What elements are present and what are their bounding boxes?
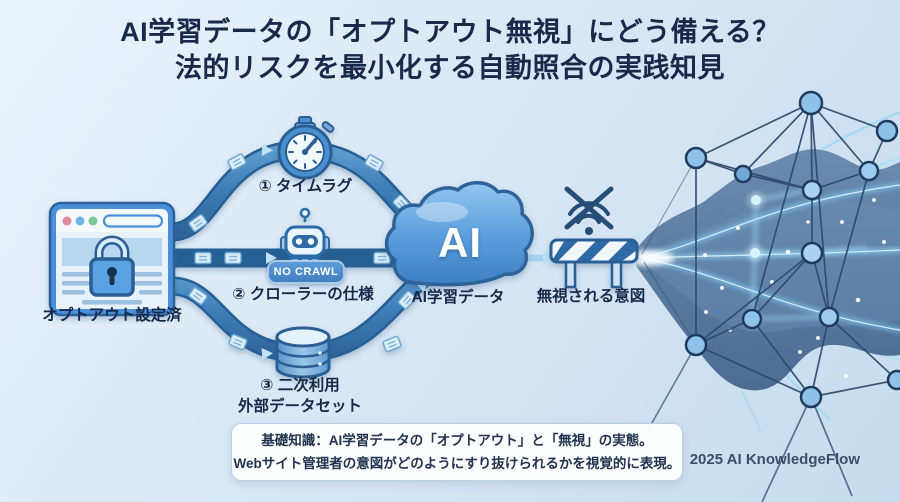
browser-lock-icon [48, 201, 176, 317]
page-title: AI学習データの「オプトアウト無視」にどう備える？ 法的リスクを最小化する自動照… [0, 14, 900, 86]
graph-edges [641, 102, 898, 502]
route-3-label: ③ 二次利用 外部データセット [205, 375, 395, 417]
credit-text: 2025 AI KnowledgeFlow [689, 451, 860, 468]
barrier-label: 無視される意図 [536, 288, 646, 305]
data-packet-chips [188, 153, 417, 353]
note-line-2: Webサイト管理者の意図がどのようにすり抜けられるかを視覚的に表現。 [233, 456, 681, 471]
note-line-1: 基礎知識：AI学習データの「オプトアウト」と「無視」の実態。 [261, 433, 653, 448]
stopwatch-icon [277, 116, 335, 180]
ai-cloud-label: AI学習データ [411, 289, 505, 306]
route-3-label-line-1: ③ 二次利用 [260, 377, 340, 394]
route-2-label: ② クローラーの仕様 [232, 286, 374, 303]
network-wave [636, 149, 900, 391]
title-line-2: 法的リスクを最小化する自動照合の実践知見 [175, 53, 725, 83]
no-signal-icon [564, 186, 614, 235]
graph-nodes [684, 90, 900, 409]
title-line-1: AI学習データの「オプトアウト無視」にどう備える？ [120, 17, 780, 47]
database-icon [275, 326, 331, 379]
glow-network [703, 188, 886, 378]
route-3-label-line-2: 外部データセット [237, 398, 362, 415]
source-label: オプトアウト設定済 [42, 307, 182, 324]
cloud-icon [384, 181, 534, 287]
barricade-icon [549, 238, 639, 289]
no-crawl-badge: NO CRAWL [267, 260, 345, 284]
wave-glow-streams [638, 183, 900, 332]
route-1-label: ① タイムラグ [258, 178, 353, 195]
note-box: 基礎知識：AI学習データの「オプトアウト」と「無視」の実態。 Webサイト管理者… [231, 423, 683, 481]
ai-cloud-text: AI [438, 219, 482, 266]
